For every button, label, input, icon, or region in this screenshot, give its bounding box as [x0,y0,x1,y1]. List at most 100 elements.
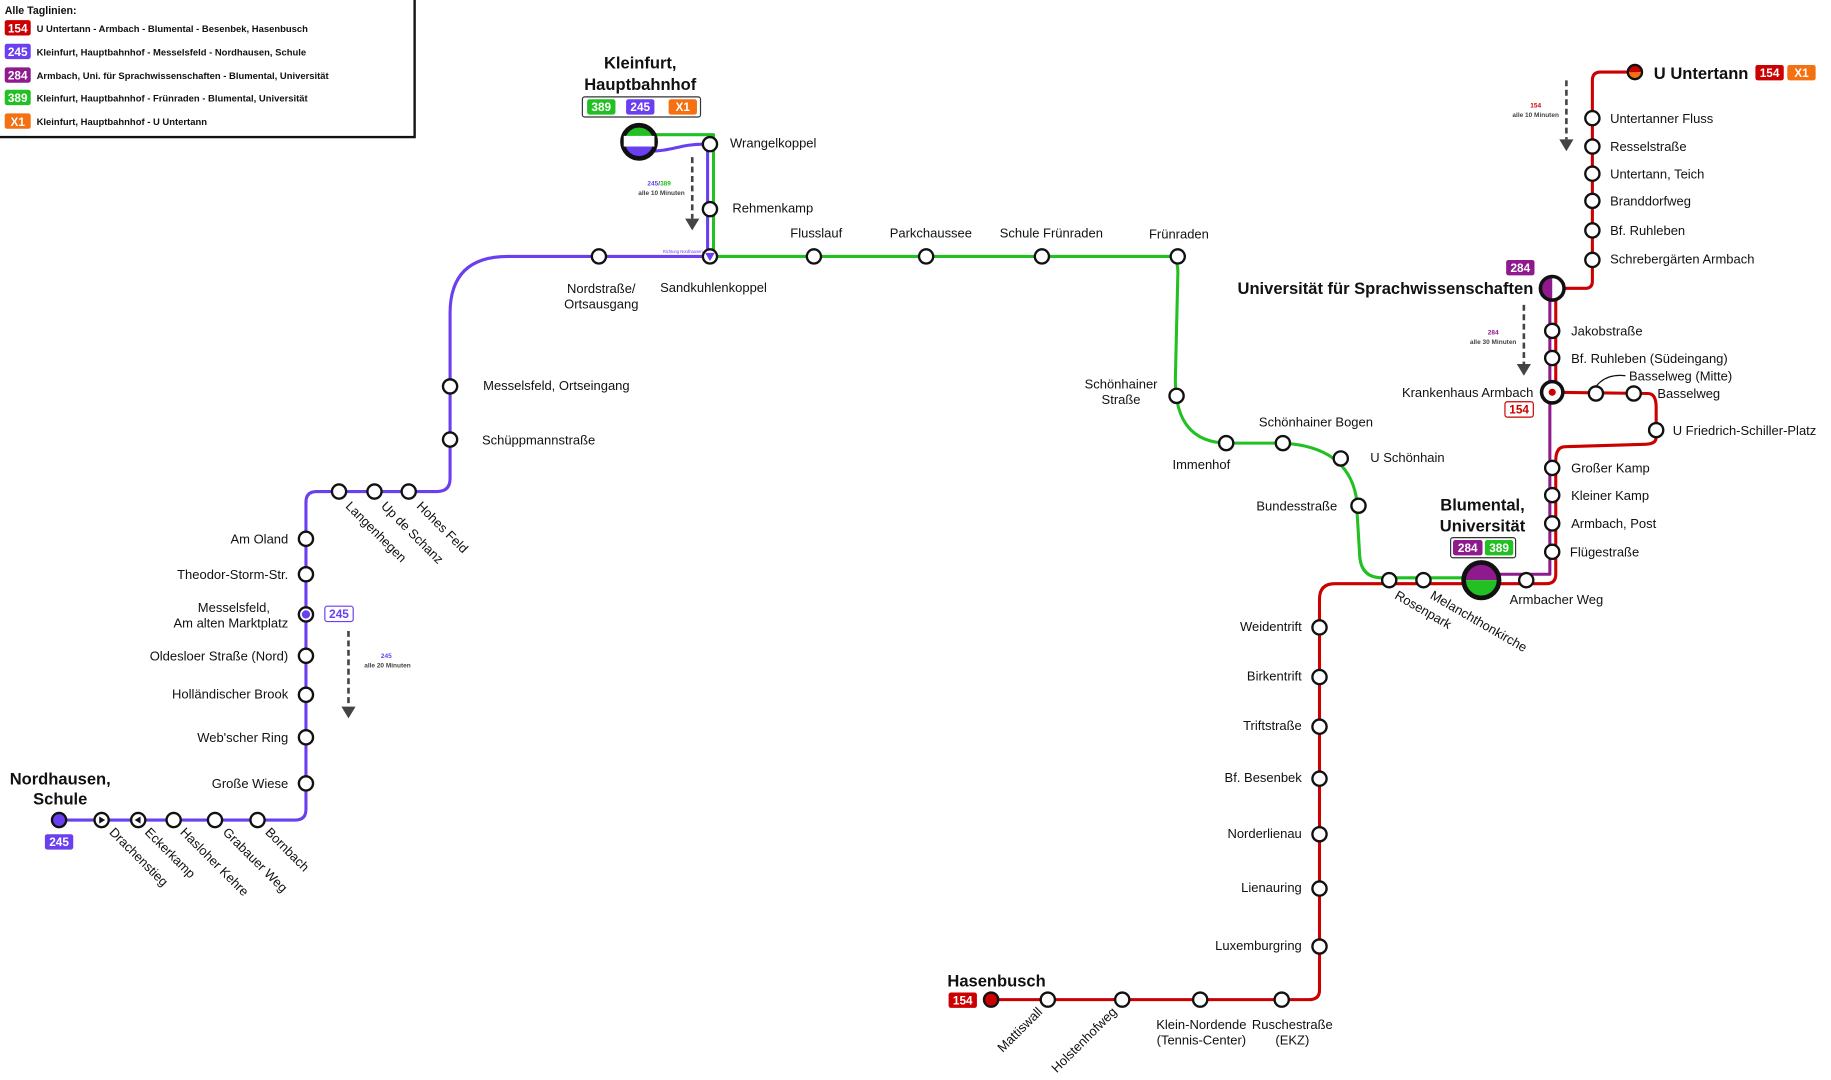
station-marker[interactable] [1311,825,1328,843]
station-marker[interactable] [701,135,719,153]
station-marker[interactable] [1543,486,1561,504]
station-marker[interactable] [165,811,182,829]
station-marker[interactable] [1311,880,1328,897]
line-badge: 245 [44,834,74,850]
station-marker-drachenstieg[interactable] [93,811,110,829]
station-marker[interactable] [441,431,459,448]
station-marker[interactable] [1191,991,1209,1008]
line-badge: 245 [324,605,354,623]
station-label-rehmenkamp: Rehmenkamp [732,201,813,216]
station-marker[interactable] [1584,109,1601,127]
line-badge: 154 [1755,64,1784,81]
svg-text:Kleinfurt, Hauptbahnhof - U Un: Kleinfurt, Hauptbahnhof - U Untertann [37,117,208,128]
station-marker[interactable] [1584,251,1601,269]
station-marker-kleinfurt[interactable] [620,122,658,161]
play-left-icon [134,816,141,824]
station-marker[interactable] [366,483,383,500]
station-marker[interactable] [297,686,315,704]
station-marker[interactable] [1584,222,1601,239]
station-marker[interactable] [917,248,935,265]
station-marker[interactable] [1543,349,1561,367]
station-marker-messelsfeld[interactable] [297,606,315,623]
station-marker[interactable] [1217,434,1235,452]
station-marker[interactable] [1311,619,1328,636]
station-marker[interactable] [1517,571,1535,589]
station-marker[interactable] [206,811,224,829]
station-marker[interactable] [297,647,315,665]
svg-text:284: 284 [1458,541,1478,555]
direction-down-icon [705,252,715,262]
station-label-armbach-post: Armbach, Post [1571,516,1657,531]
station-marker[interactable] [1584,138,1601,155]
station-marker[interactable] [1311,938,1328,955]
svg-text:Blumental,: Blumental, [1440,495,1525,514]
station-marker[interactable] [1584,192,1601,210]
station-marker-krankenhaus[interactable] [1539,379,1565,405]
station-marker[interactable] [1543,515,1561,532]
station-marker-untertann[interactable] [1626,63,1644,81]
station-marker[interactable] [1584,165,1601,182]
station-marker[interactable] [1415,571,1432,589]
svg-text:245/389: 245/389 [647,181,671,188]
station-label-oldesloer: Oldesloer Straße (Nord) [150,649,289,664]
station-marker[interactable] [400,483,417,500]
station-label-untertann-teich: Untertann, Teich [1610,166,1704,181]
station-marker-nordhausen[interactable] [50,811,68,829]
station-label-branddorfweg: Branddorfweg [1610,194,1691,209]
station-marker-eckerkamp[interactable] [129,811,147,829]
station-marker[interactable] [1647,421,1665,439]
station-marker[interactable] [1625,385,1642,402]
svg-text:alle 10 Minuten: alle 10 Minuten [1512,112,1559,119]
station-marker[interactable] [441,378,459,395]
station-marker[interactable] [1543,459,1561,477]
svg-text:Schule: Schule [33,790,87,809]
svg-text:alle 30 Minuten: alle 30 Minuten [1470,339,1517,346]
station-marker[interactable] [1168,387,1185,405]
station-marker[interactable] [1169,248,1187,265]
station-label-friedrich-schiller: U Friedrich-Schiller-Platz [1673,423,1817,438]
line-badge: 245 [626,99,655,115]
station-marker[interactable] [297,729,315,746]
station-label-grosser-kamp: Großer Kamp [1571,461,1650,476]
station-marker[interactable] [1274,434,1292,452]
station-marker[interactable] [1033,248,1051,265]
station-label-hollaendischer: Holländischer Brook [172,686,289,701]
station-marker[interactable] [1332,450,1350,467]
line-badge: X1 [1787,64,1816,81]
station-marker[interactable] [297,530,315,548]
station-marker[interactable] [1113,991,1131,1008]
station-marker-hasenbusch[interactable] [982,991,1000,1008]
station-marker-uni[interactable] [1538,274,1566,302]
station-marker[interactable] [297,565,315,583]
station-marker[interactable] [590,248,608,265]
station-marker[interactable] [1273,991,1290,1008]
station-label-bundesstrasse: Bundesstraße [1256,498,1337,513]
station-marker-sandkuhlenkoppel[interactable] [701,248,719,265]
station-marker[interactable] [1311,770,1328,787]
station-marker[interactable] [1039,991,1057,1008]
svg-text:245: 245 [329,607,349,621]
station-marker[interactable] [701,200,719,218]
line-badge: 154 [1504,401,1534,418]
station-marker[interactable] [297,775,315,792]
station-label-nordstrasse: Nordstraße/Ortsausgang [564,281,638,311]
station-label-messelsfeld-ortseingang: Messelsfeld, Ortseingang [483,378,629,393]
hub-nordhausen: Nordhausen, Schule [10,770,111,809]
station-marker[interactable] [1543,543,1561,561]
station-label-lienauring: Lienauring [1241,880,1302,895]
station-marker[interactable] [1380,571,1398,589]
station-marker[interactable] [1311,718,1328,735]
station-marker[interactable] [249,811,266,829]
station-marker[interactable] [1350,497,1367,515]
station-marker[interactable] [1543,322,1561,340]
station-label-u-schoenhain: U Schönhain [1370,450,1444,465]
station-label-basselweg-mitte: Basselweg (Mitte) [1629,368,1732,383]
station-marker[interactable] [1587,385,1605,402]
station-label-schueppmann: Schüppmannstraße [482,432,595,447]
svg-text:154: 154 [8,21,28,35]
station-marker[interactable] [330,483,348,500]
station-marker-blumental[interactable] [1461,560,1502,601]
station-marker[interactable] [1311,668,1328,686]
station-marker[interactable] [805,248,823,265]
